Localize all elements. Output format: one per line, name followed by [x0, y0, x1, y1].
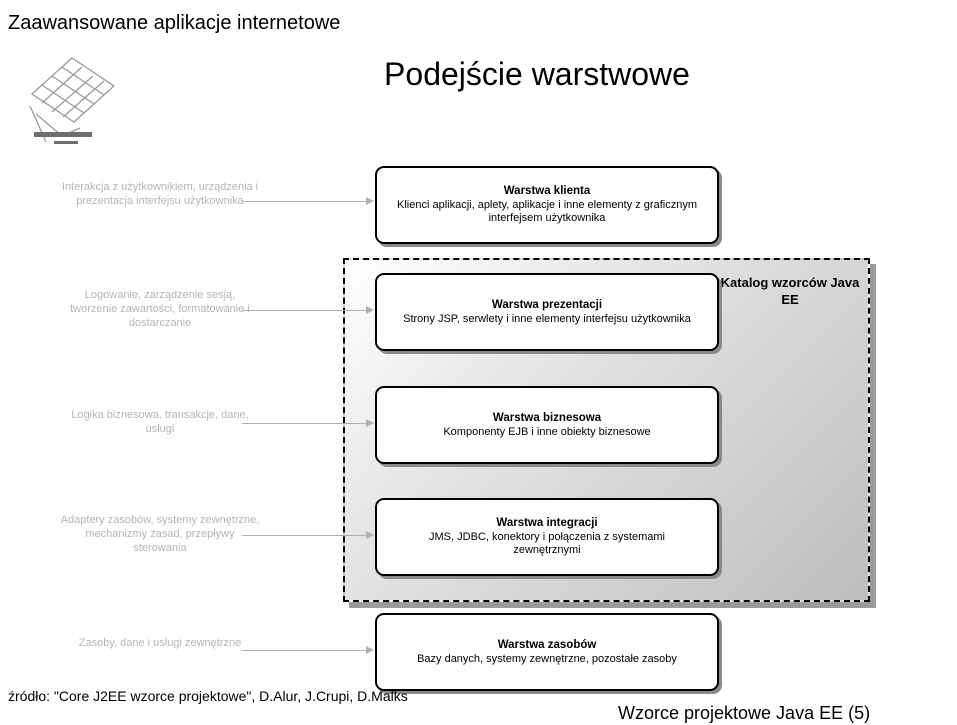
footer-source: źródło: "Core J2EE wzorce projektowe", D…	[8, 688, 408, 704]
page-title: Podejście warstwowe	[384, 56, 690, 92]
layer-name: Warstwa klienta	[503, 185, 591, 197]
arrow-head-icon	[366, 197, 374, 205]
arrow-line	[242, 310, 367, 311]
layer-name: Warstwa zasobów	[497, 638, 597, 651]
arrow-head-icon	[366, 531, 374, 539]
layer-resources-box: Warstwa zasobów Bazy danych, systemy zew…	[375, 613, 719, 691]
layer-business-box: Warstwa biznesowa Komponenty EJB i inne …	[375, 386, 719, 464]
arrow-line	[242, 650, 367, 651]
layer-client-box: Warstwa klienta Klienci aplikacji, aplet…	[375, 166, 719, 244]
layer-name: Warstwa biznesowa	[492, 411, 602, 424]
arrow-line	[242, 423, 367, 424]
header-title: Zaawansowane aplikacje internetowe	[8, 12, 341, 34]
layer-note: Logowanie, zarządzenie sesją, tworzenie …	[70, 289, 250, 329]
arrow-head-icon	[366, 646, 374, 654]
layer-note: Zasoby, dane i usługi zewnętrzne	[78, 637, 242, 649]
layer-presentation-box: Warstwa prezentacji Strony JSP, serwlety…	[375, 273, 719, 351]
footer-course: Wzorce projektowe Java EE (5)	[618, 703, 871, 723]
layer-note: Interakcja z użytkownikiem, urządzenia i…	[61, 181, 259, 207]
layer-note: Adaptery zasobów, systemy zewnętrzne, me…	[60, 514, 260, 554]
layer-name: Warstwa integracji	[496, 517, 598, 529]
catalog-label: Katalog wzorców Java EE	[720, 275, 860, 307]
layer-desc: Komponenty EJB i inne obiekty biznesowe	[443, 425, 651, 438]
arrow-line	[242, 535, 367, 536]
arrow-head-icon	[366, 419, 374, 427]
layer-desc: Klienci aplikacji, aplety, aplikacje i i…	[397, 199, 697, 224]
layer-name: Warstwa prezentacji	[491, 298, 603, 311]
layer-integration-box: Warstwa integracji JMS, JDBC, konektory …	[375, 498, 719, 576]
layer-desc: Bazy danych, systemy zewnętrzne, pozosta…	[417, 652, 677, 665]
layer-note: Logika biznesowa, transakcje, dane, usłu…	[71, 409, 249, 435]
grid-logo-icon	[22, 46, 124, 158]
layer-desc: Strony JSP, serwlety i inne elementy int…	[403, 312, 691, 325]
layer-desc: JMS, JDBC, konektory i połączenia z syst…	[429, 531, 665, 556]
arrow-head-icon	[366, 306, 374, 314]
arrow-line	[242, 201, 367, 202]
